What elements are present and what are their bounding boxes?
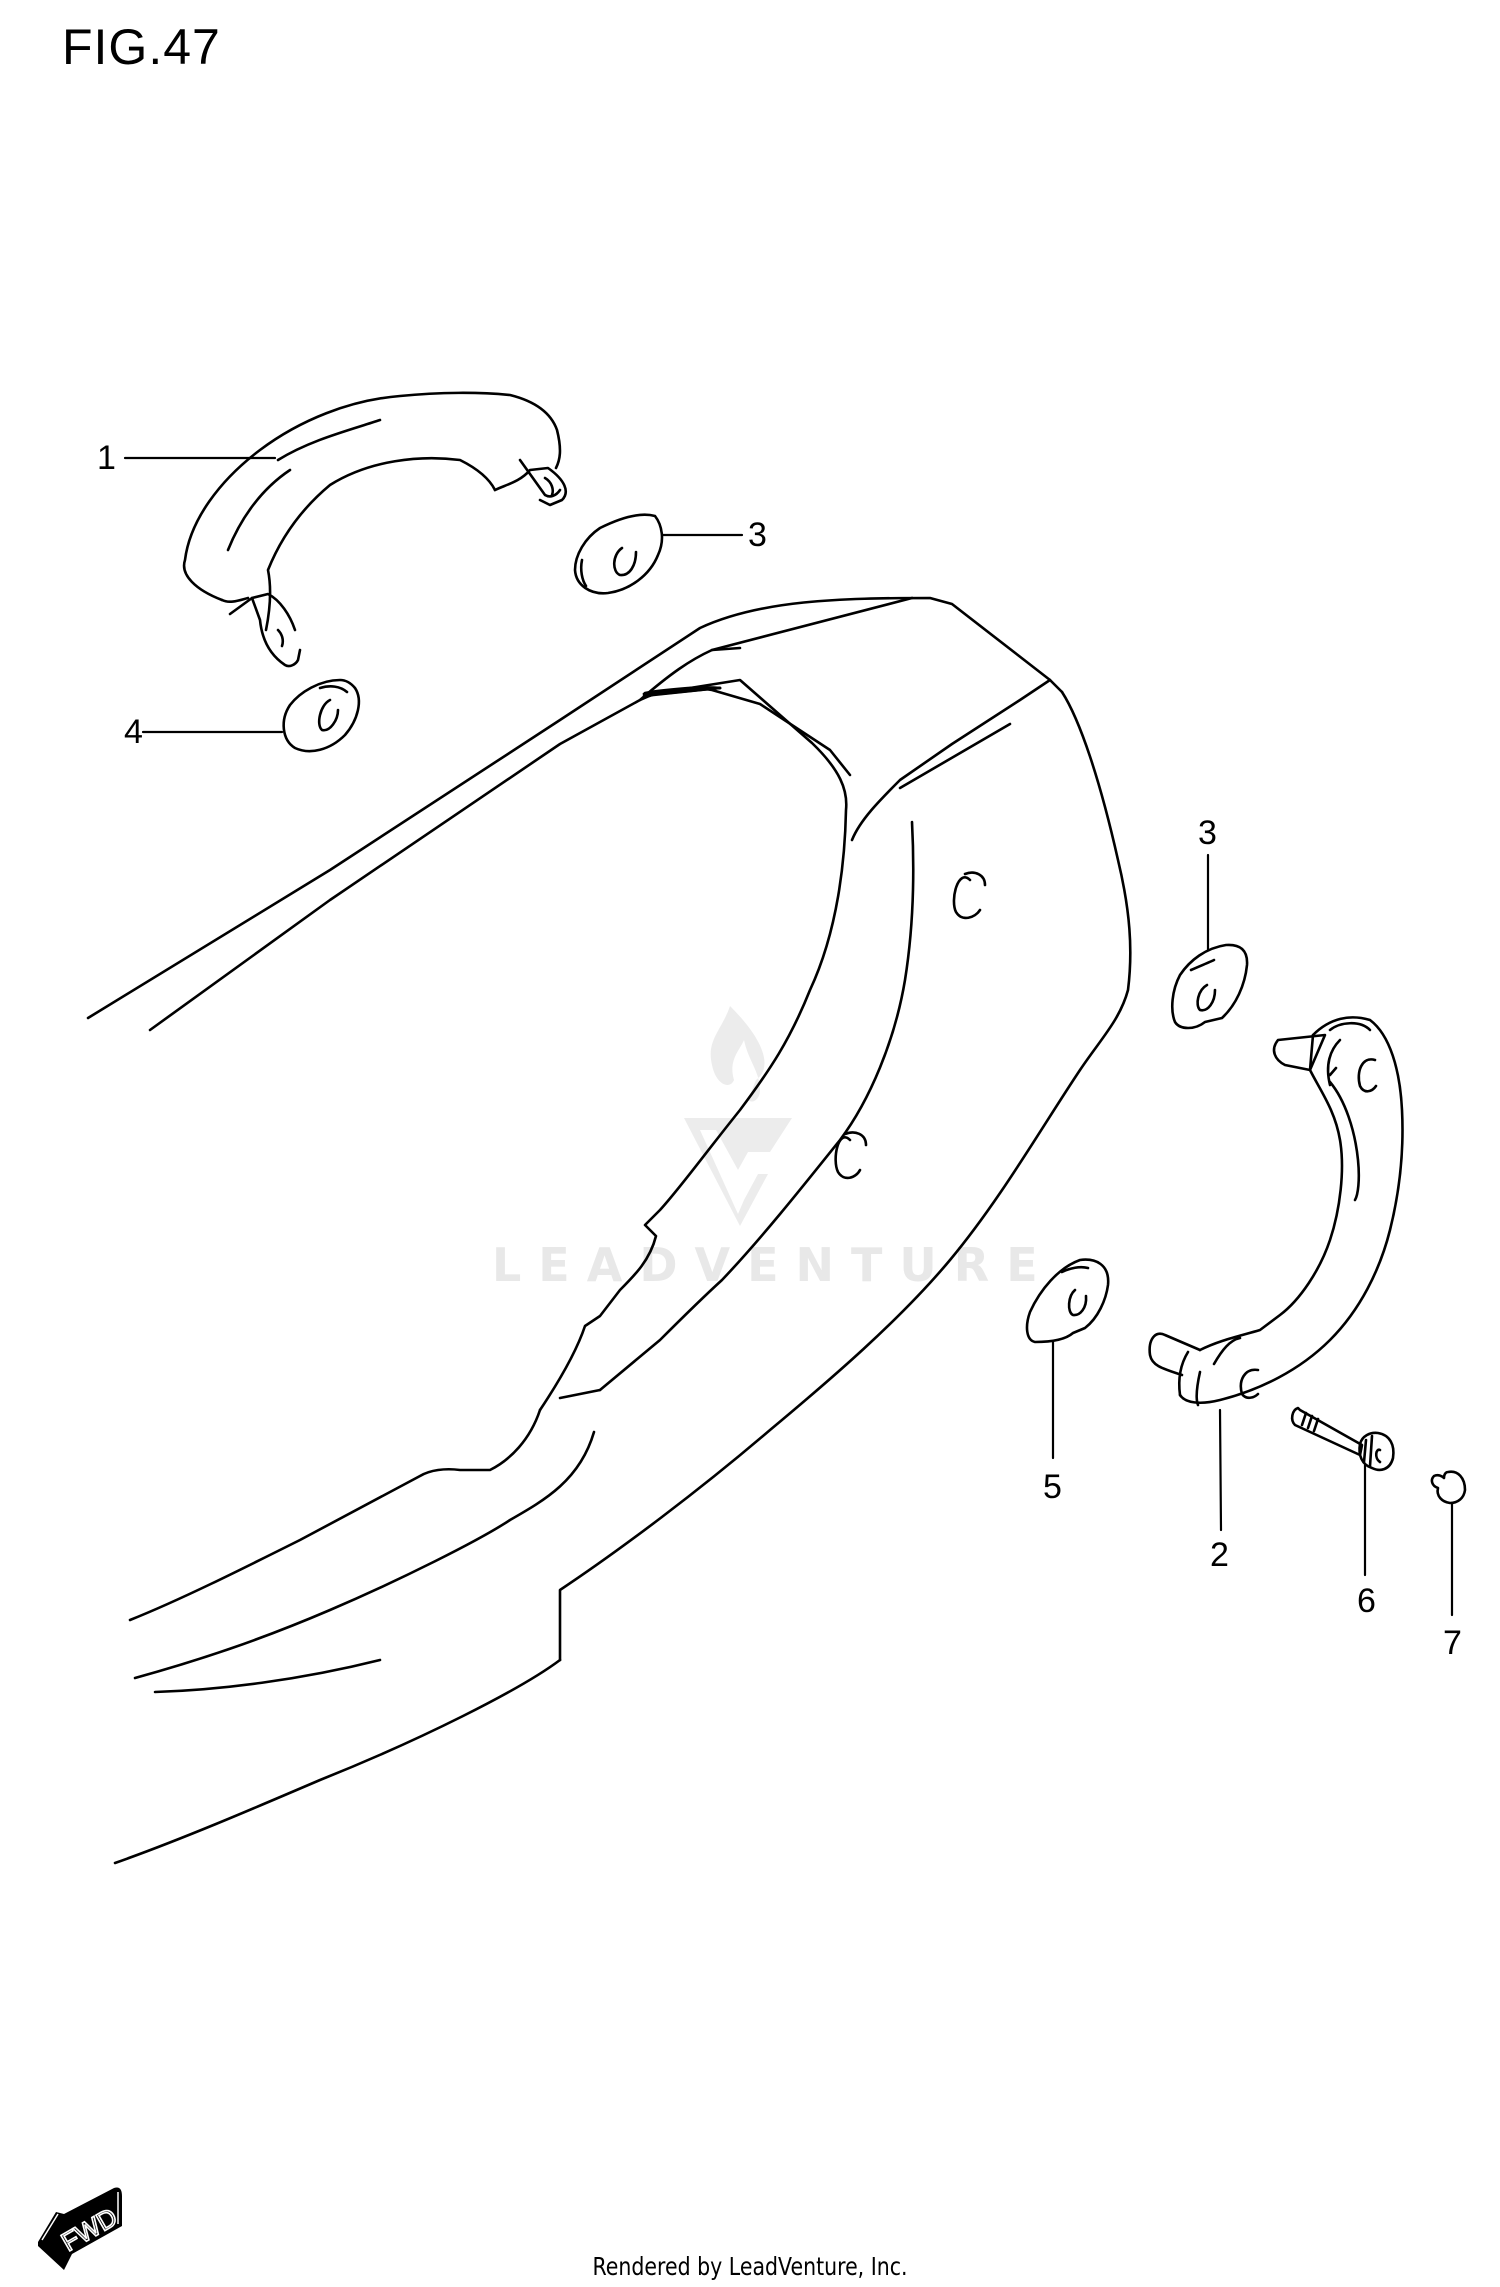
callout-4[interactable]: 4: [124, 713, 143, 751]
spacer-right-part-3: [1170, 943, 1249, 1030]
callout-7[interactable]: 7: [1443, 1624, 1462, 1662]
spacer-top-part-3: [573, 513, 664, 595]
spacer-lower-part-5: [1025, 1258, 1110, 1344]
bolt-part-6: [1290, 1406, 1395, 1472]
leader-line-2: [1218, 1408, 1223, 1532]
leader-lines: [123, 456, 1454, 1617]
handle-right-part-2: [1148, 1016, 1404, 1407]
callout-5[interactable]: 5: [1043, 1468, 1062, 1506]
footer-credit: Rendered by LeadVenture, Inc.: [592, 2252, 908, 2281]
rear-frame-outline: [86, 596, 1132, 1865]
callout-2[interactable]: 2: [1210, 1536, 1229, 1574]
cap-part-7: [1430, 1470, 1467, 1505]
fwd-direction-badge: FWD: [34, 2184, 130, 2272]
figure-title: FIG.47: [62, 19, 221, 75]
callout-1[interactable]: 1: [97, 439, 116, 477]
callout-6[interactable]: 6: [1357, 1582, 1376, 1620]
handle-left-part-1: [182, 391, 567, 668]
callout-3-right[interactable]: 3: [1198, 814, 1217, 852]
spacer-left-part-4: [282, 678, 361, 753]
callout-3-top[interactable]: 3: [748, 516, 767, 554]
fwd-arrow-icon: FWD: [38, 2187, 123, 2270]
